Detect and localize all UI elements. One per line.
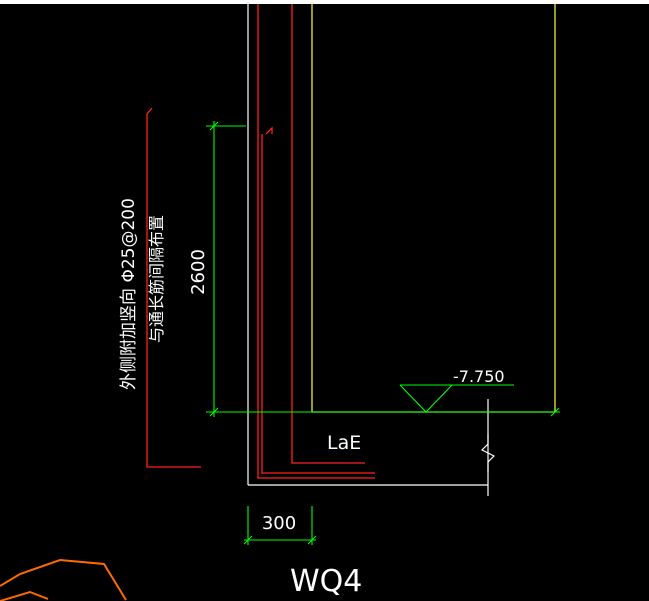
rebars	[146, 4, 375, 479]
elevation-symbol	[399, 384, 454, 413]
dimensions	[206, 121, 560, 545]
annotation-note-text: 与通长筋间隔布置	[147, 215, 166, 343]
rebar-inner	[291, 4, 365, 464]
orange-contour-line-2	[0, 590, 49, 601]
orange-contour-line	[0, 558, 127, 601]
cad-drawing: 外侧附加竖向 Φ25@200 与通长筋间隔布置 2600 300 -7.750 …	[0, 4, 560, 601]
wall-label-text: WQ4	[290, 564, 362, 599]
rebar-outer	[257, 4, 375, 479]
rebar-additional	[261, 134, 375, 474]
dim-width-text: 300	[262, 513, 296, 534]
anchor-label-text: LaE	[327, 432, 361, 454]
break-symbol	[480, 434, 496, 472]
dim-height-text: 2600	[188, 249, 209, 295]
slab-lines	[311, 4, 556, 413]
annotation-rebar-text: 外侧附加竖向 Φ25@200	[119, 198, 139, 390]
elevation-text: -7.750	[453, 367, 505, 386]
annotation-leader	[146, 114, 201, 468]
wall-outline	[247, 4, 496, 496]
